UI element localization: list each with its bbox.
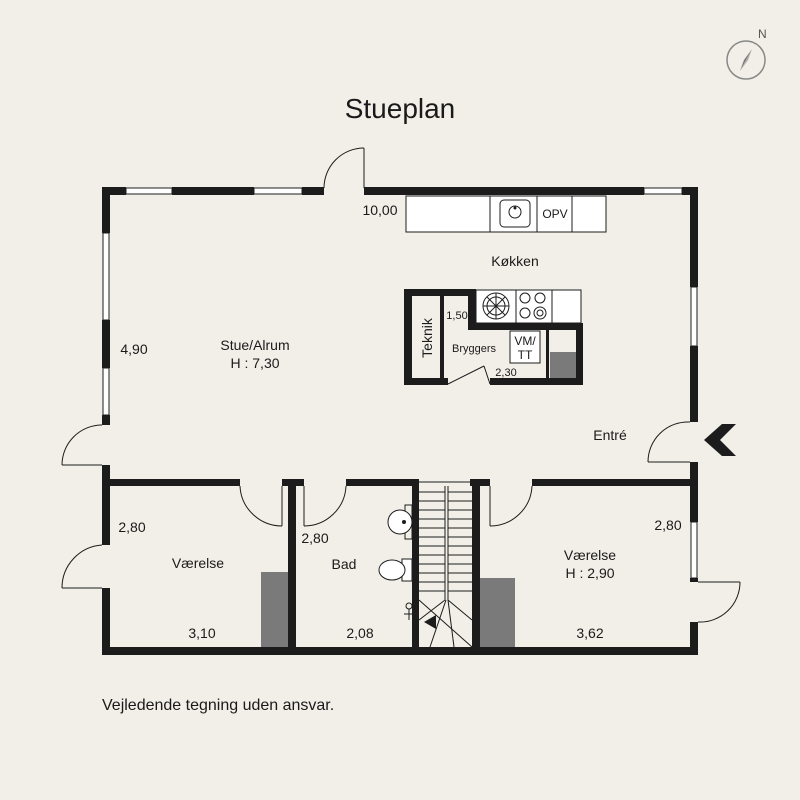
doors [61, 147, 741, 623]
washbasin-icon [387, 509, 413, 535]
compass-ring [726, 40, 766, 80]
sink-icon [499, 199, 531, 228]
compass: N [726, 27, 767, 80]
closet-right [480, 578, 515, 647]
disclaimer-text: Vejledende tegning uden ansvar. [102, 697, 334, 714]
dim-top-width: 10,00 [362, 202, 397, 218]
bryggers-label: Bryggers [452, 343, 497, 355]
dim-teknik: 1,50 [446, 310, 467, 322]
staircase [418, 481, 473, 648]
vaerelse-right-height: H : 2,90 [565, 565, 614, 581]
kitchen-island [475, 289, 582, 324]
vaerelse-right-label: Værelse [564, 547, 616, 563]
bad-label: Bad [332, 556, 357, 572]
entre-label: Entré [593, 427, 627, 443]
storage-block [550, 352, 576, 378]
opv-label: OPV [542, 207, 567, 221]
bryggers-door-icon [447, 365, 491, 385]
kitchen-counter [405, 195, 607, 233]
closet-left [261, 572, 288, 647]
vaerelse-left-label: Værelse [172, 555, 224, 571]
outer-walls [102, 187, 698, 655]
dim-vaerelse-right-width: 3,62 [576, 625, 603, 641]
north-label: N [758, 27, 767, 41]
living-room-label: Stue/Alrum [220, 337, 289, 353]
bathroom-fixtures [378, 504, 414, 620]
shower-icon [404, 602, 414, 620]
vmtt-label-line2: TT [518, 348, 533, 362]
entrance-arrow-icon [704, 424, 736, 456]
dim-vaerelse-left-depth: 2,80 [118, 519, 145, 535]
dim-bad-width: 2,08 [346, 625, 373, 641]
gas-burner-icon [482, 292, 510, 320]
dim-bad-depth: 2,80 [301, 530, 328, 546]
interior-walls [102, 289, 698, 655]
dim-left-depth: 4,90 [120, 341, 147, 357]
dim-vaerelse-left-width: 3,10 [188, 625, 215, 641]
living-room-height: H : 7,30 [230, 355, 279, 371]
dim-bryggers: 2,30 [495, 367, 516, 379]
kitchen-label: Køkken [491, 253, 538, 269]
washing-machine-icon [509, 330, 541, 364]
plan-title: Stueplan [345, 93, 456, 124]
vmtt-label-line1: VM/ [514, 334, 536, 348]
stair-direction-icon [424, 615, 436, 629]
dim-vaerelse-right-depth: 2,80 [654, 517, 681, 533]
teknik-label: Teknik [419, 317, 435, 358]
windows [102, 187, 698, 579]
cooktop-icon [519, 292, 547, 320]
toilet-icon [378, 559, 406, 581]
